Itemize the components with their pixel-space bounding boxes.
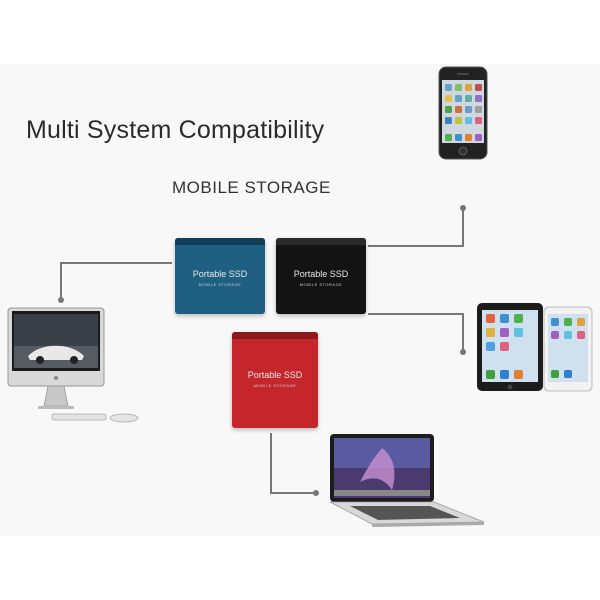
- ssd-blue: Portable SSD MOBILE STORAGE: [175, 238, 265, 314]
- tablet-icon: [477, 303, 593, 392]
- ssd-red: Portable SSD MOBILE STORAGE: [232, 332, 318, 428]
- section-subtitle: MOBILE STORAGE: [172, 178, 331, 197]
- ssd-red-sublabel: MOBILE STORAGE: [253, 383, 297, 388]
- page-title: Multi System Compatibility: [26, 116, 325, 144]
- ssd-red-label: Portable SSD: [247, 370, 303, 380]
- imac-icon: [7, 307, 139, 423]
- ssd-blue-label: Portable SSD: [192, 269, 248, 279]
- ssd-black-label: Portable SSD: [293, 269, 349, 279]
- smartphone-icon: [438, 66, 488, 160]
- ssd-blue-sublabel: MOBILE STORAGE: [198, 282, 242, 287]
- ssd-black-sublabel: MOBILE STORAGE: [299, 282, 343, 287]
- laptop-icon: [329, 434, 485, 527]
- ssd-black: Portable SSD MOBILE STORAGE: [276, 238, 366, 314]
